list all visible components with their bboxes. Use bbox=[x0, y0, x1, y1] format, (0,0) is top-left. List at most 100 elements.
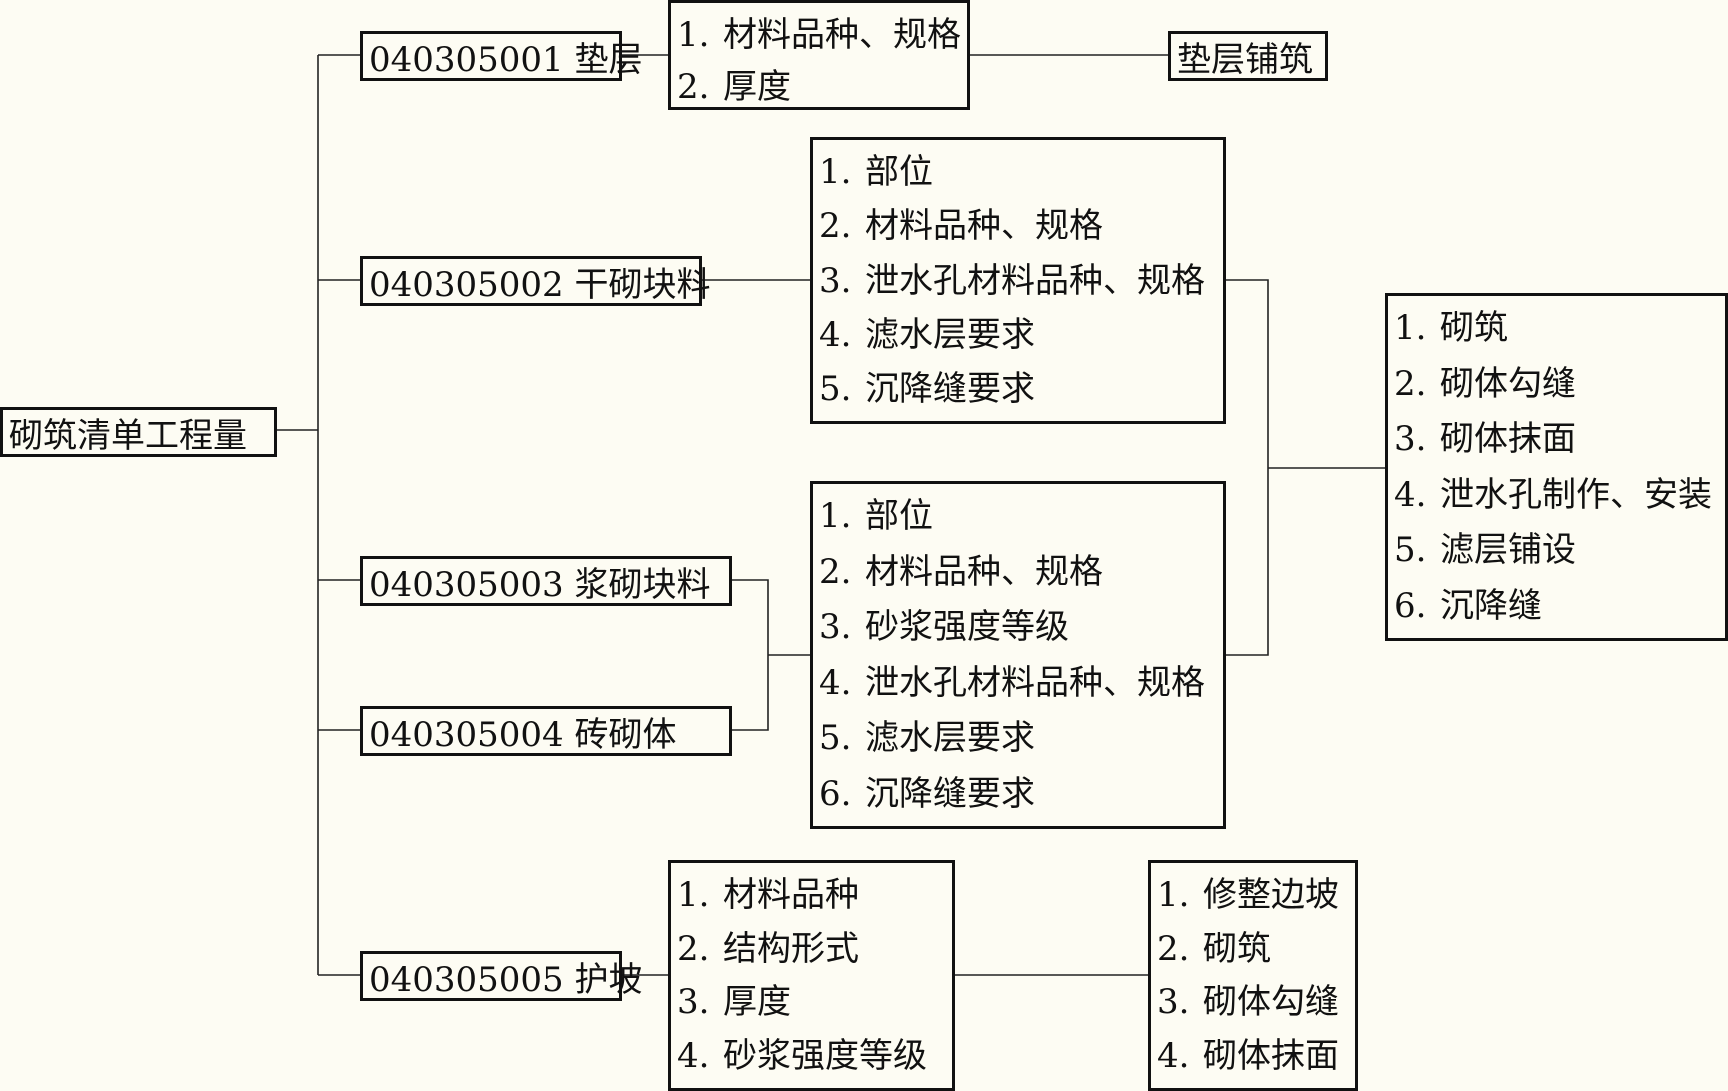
list-item-text: 部位 bbox=[865, 152, 933, 192]
list-item-number: 2. bbox=[1394, 363, 1427, 404]
list-item-number: 4. bbox=[1394, 474, 1427, 515]
item-label: 040305001 垫层 bbox=[369, 39, 643, 80]
list-item-text: 砌体抹面 bbox=[1440, 419, 1576, 460]
list-item-number: 3. bbox=[1157, 982, 1190, 1023]
root-node: 砌筑清单工程量 bbox=[0, 407, 277, 457]
list-item-number: 1. bbox=[819, 152, 852, 192]
list-item-text: 修整边坡 bbox=[1203, 875, 1339, 915]
list-item-text: 砂浆强度等级 bbox=[865, 607, 1069, 648]
list-item: 2. 砌体勾缝 bbox=[1394, 358, 1717, 410]
item-label: 040305002 干砌块料 bbox=[369, 264, 711, 305]
list-item-text: 沉降缝 bbox=[1440, 585, 1542, 626]
list-item-number: 3. bbox=[677, 982, 710, 1023]
list-item: 3. 砌体勾缝 bbox=[1157, 976, 1347, 1028]
list-item-number: 3. bbox=[819, 260, 852, 301]
list-item-number: 5. bbox=[819, 718, 852, 759]
work-list-slope-protection: 1. 修整边坡 2.砌筑 3. 砌体勾缝 4. 砌体抹面 bbox=[1148, 860, 1358, 1091]
list-item-number: 4. bbox=[677, 1035, 710, 1076]
list-item-number: 2. bbox=[677, 928, 710, 969]
list-item: 4. 砂浆强度等级 bbox=[677, 1030, 944, 1082]
list-item-text: 砌筑 bbox=[1440, 308, 1508, 348]
list-item: 1. 砌筑 bbox=[1394, 302, 1717, 354]
list-item: 1. 部位 bbox=[819, 146, 1215, 198]
list-item-number: 3. bbox=[819, 607, 852, 648]
list-item-number: 2. bbox=[819, 206, 852, 247]
list-item-number: 1. bbox=[819, 496, 852, 536]
list-item-text: 滤水层要求 bbox=[865, 314, 1035, 355]
list-item-number: 1. bbox=[1394, 308, 1427, 348]
list-item-text: 泄水孔材料品种、规格 bbox=[865, 260, 1205, 301]
list-item: 3. 泄水孔材料品种、规格 bbox=[819, 255, 1215, 307]
list-item: 4. 泄水孔材料品种、规格 bbox=[819, 657, 1215, 709]
list-item: 6. 沉降缝 bbox=[1394, 580, 1717, 632]
list-item-text: 泄水孔材料品种、规格 bbox=[865, 662, 1205, 703]
list-item-text: 厚度 bbox=[723, 67, 791, 107]
list-item: 4. 滤水层要求 bbox=[819, 309, 1215, 361]
list-item: 2. 材料品种、规格 bbox=[819, 546, 1215, 598]
list-item: 1. 修整边坡 bbox=[1157, 869, 1347, 921]
list-item-text: 沉降缝要求 bbox=[865, 773, 1035, 814]
list-item-text: 材料品种、规格 bbox=[723, 15, 961, 55]
feature-list-040305002: 1. 部位 2. 材料品种、规格 3. 泄水孔材料品种、规格 4. 滤水层要求 5. 沉降缝要求 bbox=[810, 137, 1226, 424]
list-item-number: 4. bbox=[1157, 1035, 1190, 1076]
list-item: 3. 砂浆强度等级 bbox=[819, 601, 1215, 653]
list-item-text: 滤水层要求 bbox=[865, 718, 1035, 759]
list-item: 2. 结构形式 bbox=[677, 923, 944, 975]
list-item: 4. 砌体抹面 bbox=[1157, 1030, 1347, 1082]
list-item: 2.砌筑 bbox=[1157, 923, 1347, 975]
item-node-040305003: 040305003 浆砌块料 bbox=[360, 556, 732, 606]
feature-list-040305003-004: 1. 部位 2. 材料品种、规格 3. 砂浆强度等级 4. 泄水孔材料品种、规格 5. 滤水层要求… bbox=[810, 481, 1226, 829]
list-item-text: 沉降缝要求 bbox=[865, 369, 1035, 409]
list-item: 4. 泄水孔制作、安装 bbox=[1394, 469, 1717, 521]
work-list-masonry: 1. 砌筑 2. 砌体勾缝 3. 砌体抹面 4. 泄水孔制作、安装 5. 滤层铺设 6. 沉降缝 bbox=[1385, 293, 1728, 641]
root-label: 砌筑清单工程量 bbox=[9, 415, 247, 456]
list-item: 3. 砌体抹面 bbox=[1394, 413, 1717, 465]
list-item-text: 砂浆强度等级 bbox=[723, 1035, 927, 1076]
list-item-number: 4. bbox=[819, 314, 852, 355]
list-item-number: 3. bbox=[1394, 419, 1427, 460]
list-item-text: 厚度 bbox=[723, 982, 791, 1023]
list-item-number: 2. bbox=[1157, 928, 1190, 969]
item-node-040305002: 040305002 干砌块料 bbox=[360, 256, 711, 306]
list-item-number: 5. bbox=[1394, 530, 1427, 571]
item-node-040305001: 040305001 垫层 bbox=[360, 31, 643, 81]
list-item-number: 6. bbox=[819, 773, 852, 814]
list-item: 3. 厚度 bbox=[677, 976, 944, 1028]
item-node-040305004: 040305004 砖砌体 bbox=[360, 706, 732, 756]
list-item: 5. 滤层铺设 bbox=[1394, 524, 1717, 576]
list-item: 5. 滤水层要求 bbox=[819, 712, 1215, 764]
list-item: 2. 材料品种、规格 bbox=[819, 200, 1215, 252]
list-item-text: 滤层铺设 bbox=[1440, 530, 1576, 571]
work-label: 垫层铺筑 bbox=[1177, 39, 1313, 80]
list-item-text: 材料品种、规格 bbox=[865, 206, 1103, 247]
list-item-number: 1. bbox=[677, 15, 710, 55]
item-label: 040305005 护坡 bbox=[369, 959, 643, 1000]
list-item: 1. 部位 bbox=[819, 490, 1215, 542]
list-item-text: 结构形式 bbox=[723, 928, 859, 969]
list-item-text: 砌体勾缝 bbox=[1203, 982, 1339, 1023]
list-item-number: 1. bbox=[1157, 875, 1190, 915]
list-item: 6. 沉降缝要求 bbox=[819, 768, 1215, 820]
list-item-text: 部位 bbox=[865, 496, 933, 536]
work-node-cushion-paving: 垫层铺筑 bbox=[1168, 31, 1328, 81]
item-label: 040305003 浆砌块料 bbox=[369, 564, 711, 605]
list-item-text: 材料品种、规格 bbox=[865, 551, 1103, 592]
feature-list-040305001: 1. 材料品种、规格 2. 厚度 bbox=[668, 0, 970, 110]
list-item-text: 砌体勾缝 bbox=[1440, 363, 1576, 404]
list-item-number: 2. bbox=[819, 551, 852, 592]
list-item-number: 4. bbox=[819, 662, 852, 703]
list-item-text: 泄水孔制作、安装 bbox=[1440, 474, 1712, 515]
list-item-number: 6. bbox=[1394, 585, 1427, 626]
list-item: 1. 材料品种、规格 bbox=[677, 9, 961, 61]
feature-list-040305005: 1. 材料品种 2. 结构形式 3. 厚度 4. 砂浆强度等级 bbox=[668, 860, 955, 1091]
list-item-number: 5. bbox=[819, 369, 852, 409]
list-item-text: 砌体抹面 bbox=[1203, 1035, 1339, 1076]
item-label: 040305004 砖砌体 bbox=[369, 714, 677, 755]
list-item: 5. 沉降缝要求 bbox=[819, 363, 1215, 415]
list-item-text: 材料品种 bbox=[723, 875, 859, 915]
list-item-number: 2. bbox=[677, 67, 710, 107]
list-item: 1. 材料品种 bbox=[677, 869, 944, 921]
list-item-number: 1. bbox=[677, 875, 710, 915]
